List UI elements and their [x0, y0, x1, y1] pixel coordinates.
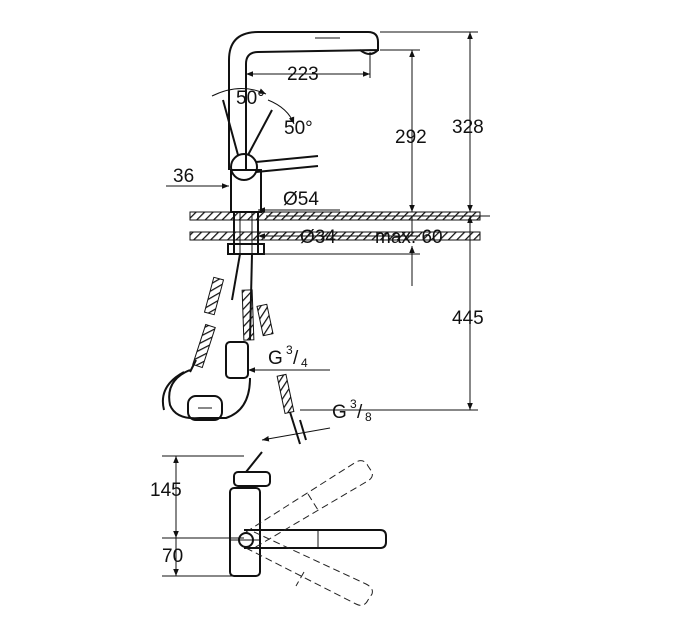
spout-swivel-down [245, 531, 373, 606]
lever-handle [255, 155, 319, 163]
lever-handle-lower [255, 165, 319, 173]
hose-length-label: 445 [452, 308, 484, 329]
mounting-nut [227, 243, 265, 255]
rotation-arc-left [211, 88, 267, 97]
svg-text:G: G [268, 348, 283, 369]
lever-hub [230, 153, 258, 181]
hose-left [231, 253, 241, 301]
hole-diameter-label: Ø34 [300, 227, 336, 248]
svg-text:/: / [293, 348, 299, 369]
svg-text:8: 8 [365, 410, 372, 424]
svg-text:4: 4 [301, 356, 308, 370]
hose-loop-outer [162, 371, 185, 411]
rotation-right-label: 50° [284, 118, 313, 139]
hose-clip [187, 395, 223, 421]
supply-hose-lower [276, 373, 295, 415]
total-height-label: 328 [452, 117, 484, 138]
hose-loop [168, 369, 251, 420]
hose-left-braid [203, 276, 225, 316]
rotation-arc-right [267, 99, 295, 125]
hose-weight [225, 341, 249, 379]
lever-position-right [247, 109, 273, 156]
faucet-top-view [162, 451, 387, 606]
top-view-depth-label: 145 [150, 480, 182, 501]
svg-text:3: 3 [286, 343, 293, 357]
base-diameter-label: Ø54 [283, 189, 319, 210]
lever-offset-label: 36 [173, 166, 194, 187]
hose-center-braid [241, 289, 255, 341]
top-view-spout [244, 529, 387, 549]
top-view-offset-label: 70 [162, 546, 183, 567]
reach-label: 223 [287, 64, 319, 85]
top-view-body [229, 487, 261, 577]
lever-position-left [222, 99, 239, 156]
thread-a-label: G 3 / 4 [268, 343, 308, 370]
spout-body [228, 31, 379, 170]
dimension-lines-side [166, 31, 490, 442]
thread-b-leader [261, 427, 331, 442]
svg-text:G: G [332, 402, 347, 423]
supply-hose-left [192, 323, 216, 369]
svg-text:3: 3 [350, 397, 357, 411]
svg-text:/: / [357, 402, 363, 423]
supply-hose-right [256, 303, 274, 337]
thread-b-label: G 3 / 8 [332, 397, 372, 424]
top-view-lever [233, 471, 271, 487]
spout-swivel-up [245, 460, 373, 549]
rotation-left-label: 50° [236, 88, 265, 109]
spout-height-label: 292 [395, 127, 427, 148]
max-thickness-label: max. 60 [375, 227, 443, 248]
supply-hose-end [299, 419, 307, 441]
top-view-pivot [238, 532, 254, 548]
